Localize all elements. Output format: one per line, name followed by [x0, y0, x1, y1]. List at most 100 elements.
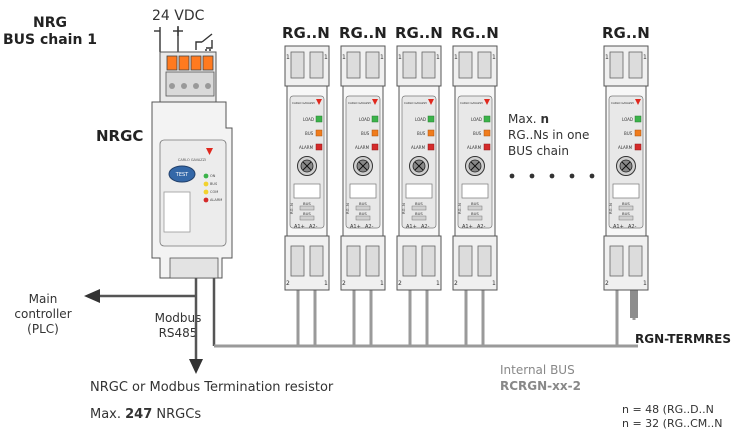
- rgn-top-terminal-label-right: 1: [492, 54, 496, 61]
- rgn-led-label-load: LOAD: [622, 117, 633, 122]
- rgn-top-screw-left: [609, 51, 624, 79]
- arrow-to-plc: [84, 289, 100, 303]
- rgn-bus-port-1: [299, 205, 315, 211]
- rgn-dial-slot-2: [470, 161, 480, 171]
- rgn-top-terminal-label-left: 1: [342, 54, 346, 61]
- rgn-terminal-a2: A2-: [628, 224, 637, 230]
- controller-led-com: COM: [210, 190, 218, 194]
- supply-label: 24 VDC: [152, 8, 205, 24]
- termination-text: NRGC or Modbus Termination resistor: [90, 380, 334, 395]
- rgn-terminal-a2: A2-: [365, 224, 374, 230]
- max-note-line-3: BUS chain: [508, 144, 569, 158]
- internal-bus-cable: RCRGN-xx-2: [500, 379, 581, 393]
- rgn-led-alarm: [634, 143, 642, 151]
- rgn-top-screw-left: [346, 51, 361, 79]
- rgn-led-alarm: [483, 143, 491, 151]
- rgn-bus-label-1: BUS: [471, 201, 479, 206]
- rgn-bus-label-1: BUS: [622, 201, 630, 206]
- rgn-top-screw-right: [477, 51, 492, 79]
- rgn-bottom-screw-right: [421, 245, 436, 277]
- rgn-bus-port-2: [411, 215, 427, 221]
- rgn-brand-logo: [635, 99, 641, 105]
- rgn-top-screw-left: [290, 51, 305, 79]
- controller-led-bus: BUS: [210, 182, 218, 186]
- rgn-led-label-bus: BUS: [361, 131, 370, 136]
- internal-bus-line: [214, 290, 638, 348]
- rgn-bus-label-2: BUS: [303, 211, 311, 216]
- rgn-top-screw-right: [421, 51, 436, 79]
- controller-name: NRGC: [96, 127, 144, 145]
- rgn-terminal-a2: A2-: [477, 224, 486, 230]
- power-supply-symbol: [154, 26, 183, 52]
- rgn-terminal-a1: A1+: [613, 224, 624, 230]
- max-nrgc-prefix: Max.: [90, 407, 126, 422]
- rgn-led-load: [315, 115, 323, 123]
- rgn-led-bus: [315, 129, 323, 137]
- rgn-terminal-a1: A1+: [350, 224, 361, 230]
- rgn-led-label-alarm: ALARM: [355, 145, 370, 150]
- nrgc-connections: [95, 278, 216, 362]
- rgn-bus-label-1: BUS: [359, 201, 367, 206]
- main-controller-line-2: controller: [14, 307, 72, 321]
- rgn-bottom-terminal-label-right: 1: [436, 280, 440, 287]
- rgn-bus-label-1: BUS: [415, 201, 423, 206]
- rgn-dial-slot-2: [302, 161, 312, 171]
- rgn-led-label-load: LOAD: [303, 117, 314, 122]
- rgn-top-terminal-label-left: 1: [398, 54, 402, 61]
- rgn-led-bus: [427, 129, 435, 137]
- rgn-led-label-load: LOAD: [415, 117, 426, 122]
- rgn-bottom-terminal-label-right: 1: [380, 280, 384, 287]
- rgn-terminal-a2: A2-: [309, 224, 318, 230]
- rgn-top-label-3: RG..N: [395, 24, 443, 42]
- rgn-bottom-screw-left: [346, 245, 361, 277]
- rgn-brand: CARLO GAVAZZI: [292, 101, 315, 105]
- rgn-led-label-bus: BUS: [624, 131, 633, 136]
- chain-label-line-1: NRG: [33, 15, 67, 31]
- rgn-bottom-terminal-label-left: 2: [605, 280, 609, 287]
- continuation-dots: [509, 173, 595, 179]
- rgn-bottom-terminal-label-right: 1: [324, 280, 328, 287]
- rgn-model-short: RG..N: [608, 203, 613, 214]
- rgn-led-alarm: [371, 143, 379, 151]
- max-note: Max. n RG..Ns in one BUS chain: [508, 111, 589, 159]
- rgn-bottom-terminal-label-left: 2: [342, 280, 346, 287]
- rgn-model-short: RG..N: [401, 203, 406, 214]
- rgn-brand-logo: [316, 99, 322, 105]
- rgn-led-alarm: [427, 143, 435, 151]
- rgn-led-load: [483, 115, 491, 123]
- rgn-terminal-a1: A1+: [462, 224, 473, 230]
- controller-brand: CARLO GAVAZZI: [178, 158, 206, 162]
- rgn-bus-port-1: [411, 205, 427, 211]
- chain-label-line-2: BUS chain 1: [2, 32, 98, 48]
- rgn-top-terminal-label-right: 1: [324, 54, 328, 61]
- rgn-bus-label-2: BUS: [359, 211, 367, 216]
- rgn-led-alarm: [315, 143, 323, 151]
- modbus-line-2: RS485: [158, 326, 198, 340]
- rgn-dial-slot-2: [414, 161, 424, 171]
- nrgc-controller: CARLO GAVAZZI TEST ON BUS COM ALARM: [151, 51, 233, 279]
- n-note-1: n = 48 (RG..D..N: [622, 403, 714, 416]
- rgn-led-load: [634, 115, 642, 123]
- rgn-led-label-load: LOAD: [471, 117, 482, 122]
- rgn-top-terminal-label-right: 1: [380, 54, 384, 61]
- rgn-led-label-alarm: ALARM: [618, 145, 633, 150]
- controller-led-on: ON: [210, 174, 216, 178]
- test-button: TEST: [175, 172, 189, 178]
- rgn-bottom-screw-right: [365, 245, 380, 277]
- rgn-bus-port-1: [618, 205, 634, 211]
- rgn-led-label-bus: BUS: [473, 131, 482, 136]
- modbus-label: Modbus RS485: [150, 311, 206, 341]
- rgn-top-terminal-label-left: 1: [454, 54, 458, 61]
- max-nrgc-suffix: NRGCs: [152, 407, 202, 422]
- rgn-top-terminal-label-right: 1: [436, 54, 440, 61]
- rgn-bus-port-1: [467, 205, 483, 211]
- rgn-led-load: [427, 115, 435, 123]
- rgn-model-short: RG..N: [457, 203, 462, 214]
- rgn-bottom-terminal-label-left: 2: [286, 280, 290, 287]
- rgn-brand: CARLO GAVAZZI: [348, 101, 371, 105]
- rgn-led-load: [371, 115, 379, 123]
- controller-led-alarm: ALARM: [210, 198, 222, 202]
